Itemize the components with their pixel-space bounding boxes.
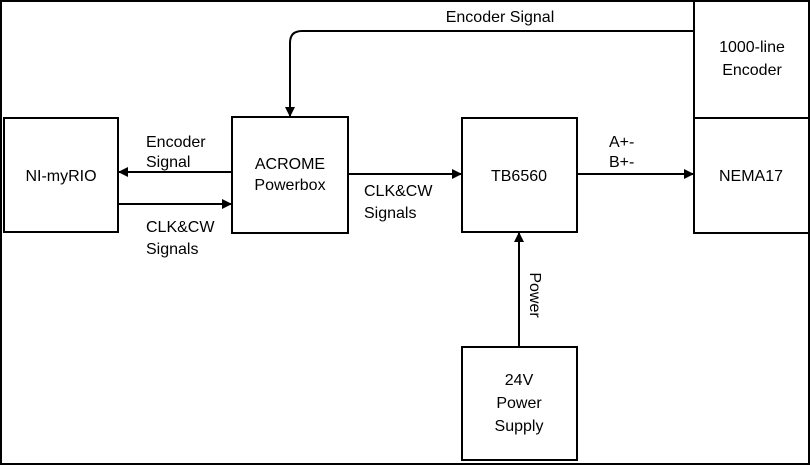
encoder-label-line-2: Encoder	[722, 62, 782, 79]
power-supply-label-line-1: 24V	[505, 372, 534, 389]
encoder-to-acrome-arrow	[285, 30, 694, 117]
tb6560-block: TB6560	[461, 117, 578, 233]
clk-cw-mid-label-line-2: Signals	[364, 205, 416, 222]
tb6560-label: TB6560	[491, 168, 547, 185]
encoder-signal-top-label: Encoder Signal	[446, 9, 555, 26]
nema17-block: NEMA17	[693, 117, 810, 234]
encoder-block: 1000-line Encoder	[693, 0, 810, 119]
motor-phase-label-line-1: A+-	[609, 134, 634, 151]
power-supply-label-line-2: Power	[496, 395, 542, 412]
motor-phase-label-line-2: B+-	[609, 154, 634, 171]
nimyrio-label: NI-myRIO	[25, 168, 96, 185]
encoder-signal-left-label-line-2: Signal	[146, 154, 190, 171]
clk-cw-mid-label-line-1: CLK&CW	[364, 183, 433, 200]
encoder-label-line-1: 1000-line	[719, 39, 785, 56]
nema17-label: NEMA17	[719, 168, 783, 185]
encoder-signal-left-label-line-1: Encoder	[146, 134, 206, 151]
nimyrio-block: NI-myRIO	[3, 117, 119, 233]
acrome-label-line-1: ACROME	[255, 156, 325, 173]
power-supply-label-line-3: Supply	[495, 418, 544, 435]
acrome-label-line-2: Powerbox	[254, 177, 325, 194]
clk-cw-left-label-line-1: CLK&CW	[146, 219, 215, 236]
acrome-powerbox-block: ACROME Powerbox	[231, 116, 349, 234]
power-label: Power	[526, 272, 543, 318]
power-supply-block: 24V Power Supply	[461, 346, 578, 461]
clk-cw-left-label-line-2: Signals	[146, 241, 198, 258]
